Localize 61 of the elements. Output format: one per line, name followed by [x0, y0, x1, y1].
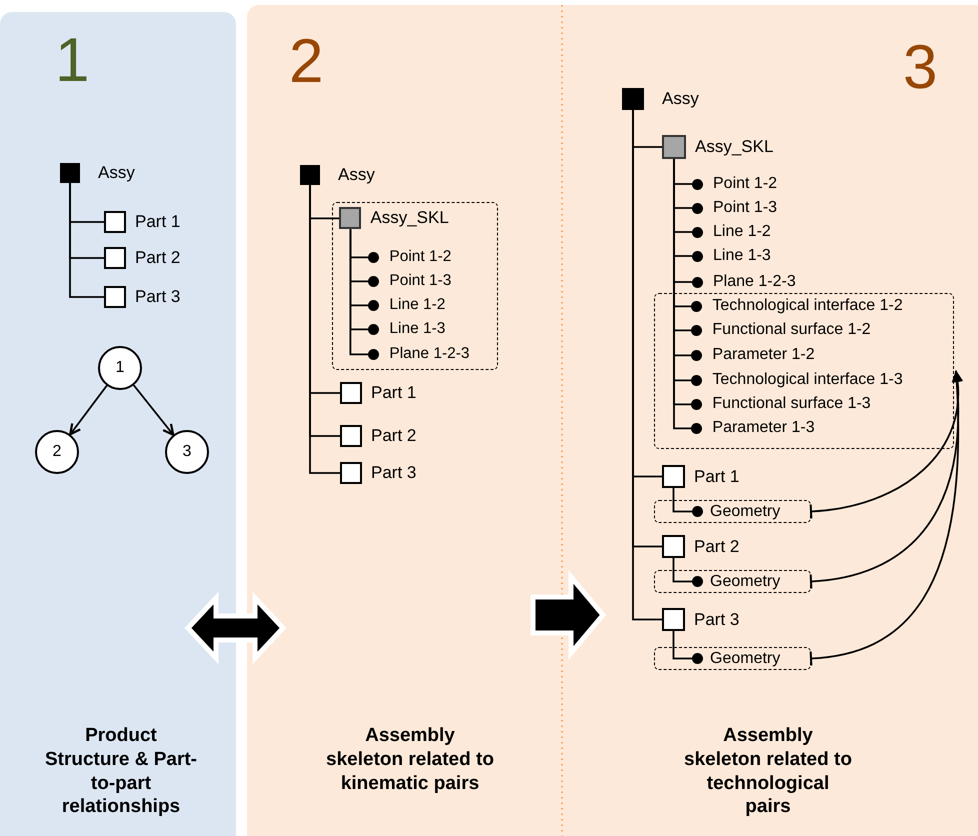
dashed-group-box [332, 202, 498, 370]
step-number: 1 [55, 30, 90, 92]
dashed-group-box [654, 647, 811, 670]
dashed-group-box [654, 500, 811, 523]
tree-label: Technological interface 1-2 [712, 297, 903, 316]
tree-label: Part 1 [371, 383, 416, 403]
tree-label: Plane 1-2-3 [713, 273, 796, 291]
tree-label: Assy [338, 165, 375, 185]
tree-label: Parameter 1-3 [712, 419, 815, 438]
tree-label: Assy_SKL [695, 137, 774, 157]
tree-label: Parameter 1-2 [712, 346, 815, 364]
tree-label: Technological interface 1-3 [712, 371, 903, 390]
block-arrow [530, 570, 606, 660]
tree-label: Part 3 [135, 287, 180, 307]
tree-label: Part 2 [371, 426, 416, 446]
tree-label: Geometry [710, 650, 780, 668]
part-circle: 3 [165, 430, 209, 474]
tree-label: Part 2 [135, 248, 180, 268]
panel-background [247, 5, 562, 836]
arrow [69, 385, 108, 436]
tree-label: Line 1-3 [389, 320, 446, 338]
curved-arrow [809, 370, 962, 666]
step-number: 2 [289, 31, 324, 93]
tree-label: Geometry [710, 502, 780, 520]
tree-label: Point 1-2 [389, 248, 452, 266]
arrow [133, 384, 174, 436]
tree-label: Part 3 [694, 610, 740, 630]
tree-label: Assy [98, 163, 135, 183]
tree-label: Geometry [710, 572, 780, 590]
double-block-arrow [184, 592, 286, 664]
panel-background [0, 12, 236, 836]
panel-caption: Product Structure & Part-to-part relationships [44, 724, 198, 819]
tree-label: Line 1-2 [713, 223, 771, 241]
dashed-group-box [654, 570, 811, 593]
dashed-group-box [654, 293, 954, 449]
panel-background [562, 5, 978, 836]
tree-label: Point 1-3 [713, 199, 778, 217]
curved-arrow [809, 370, 962, 520]
tree-label: Functional surface 1-3 [712, 395, 871, 414]
panel-caption: Assembly skeleton related to kinematic pairs [325, 724, 495, 796]
tree-connector [672, 488, 692, 512]
tree-label: Functional surface 1-2 [712, 321, 871, 340]
panel-caption: Assembly skeleton related to technological pairs [683, 724, 853, 819]
tree-connector [672, 558, 692, 582]
tree-label: Point 1-3 [389, 272, 452, 290]
tree-label: Line 1-3 [713, 247, 771, 265]
tree-connector [672, 631, 692, 660]
step-number: 3 [903, 37, 938, 99]
tree-label: Plane 1-2-3 [389, 345, 470, 364]
tree-label: Part 1 [694, 466, 740, 486]
tree-connector [69, 183, 104, 298]
tree-label: Assy [662, 89, 699, 109]
tree-label: Assy_SKL [370, 208, 449, 228]
part-circle: 2 [35, 430, 79, 474]
tree-label: Point 1-2 [713, 175, 778, 193]
tree-label: Part 3 [371, 463, 416, 483]
part-circle: 1 [98, 346, 142, 390]
tree-label: Part 2 [694, 536, 740, 556]
tree-connector [350, 229, 368, 356]
tree-label: Line 1-2 [389, 296, 446, 314]
tree-label: Part 1 [135, 212, 180, 232]
